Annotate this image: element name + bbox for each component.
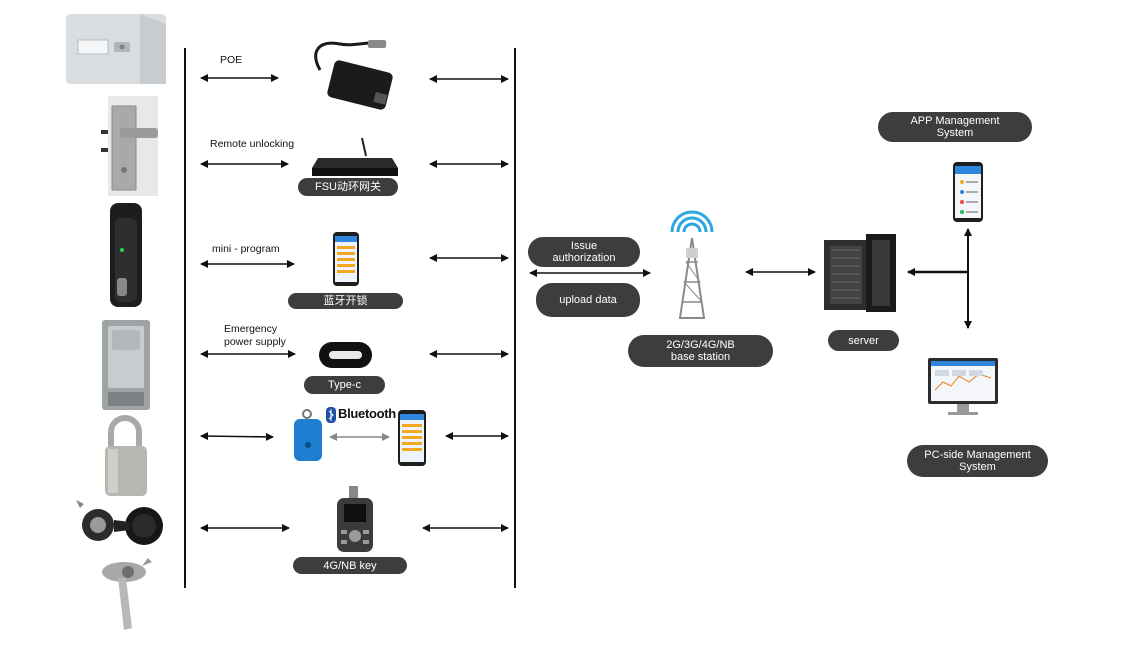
label-poe: POE (220, 54, 243, 66)
arrow-left-bluetooth (200, 432, 274, 441)
nb-key-image (337, 486, 373, 552)
pill-server: server (828, 330, 899, 351)
pill-base-station: 2G/3G/4G/NB base station (628, 335, 773, 367)
typec-port-image (319, 342, 372, 368)
label-mini-program: mini - program (212, 243, 280, 255)
bluetooth-logo (326, 407, 336, 423)
pill-issue-authorization: Issue authorization (528, 237, 640, 267)
pc-monitor-image (928, 358, 998, 415)
pill-upload-data: upload data (536, 283, 640, 317)
pill-bt-unlock: 蓝牙开锁 (288, 293, 403, 309)
poe-splitter-image (314, 40, 393, 110)
swing-handle-image (102, 558, 152, 630)
phone-mini-program-image (333, 232, 359, 286)
pill-app-management: APP Management System (878, 112, 1032, 142)
panel-lock-image (102, 320, 150, 410)
label-emergency-power: Emergency power supply (224, 323, 286, 348)
label-bluetooth: Bluetooth (338, 406, 396, 421)
wall-lock-device-image (66, 14, 166, 84)
pill-pc-management: PC-side Management System (907, 445, 1048, 477)
padlock-image (105, 415, 147, 496)
pill-4gnb-key: 4G/NB key (293, 557, 407, 574)
cell-tower-image (670, 210, 714, 319)
label-remote-unlocking: Remote unlocking (210, 138, 295, 150)
fsu-gateway-image (312, 137, 398, 176)
cabinet-lock-image (110, 203, 142, 307)
cam-lock-image (76, 500, 163, 545)
phone-bluetooth-image (398, 410, 426, 466)
bluetooth-dongle-image (294, 409, 322, 461)
pill-typec: Type-c (304, 376, 385, 394)
server-rack-image (824, 234, 896, 312)
app-phone-image (953, 162, 983, 222)
door-handle-lock-image (101, 96, 158, 196)
pill-fsu: FSU动环网关 (298, 178, 398, 196)
